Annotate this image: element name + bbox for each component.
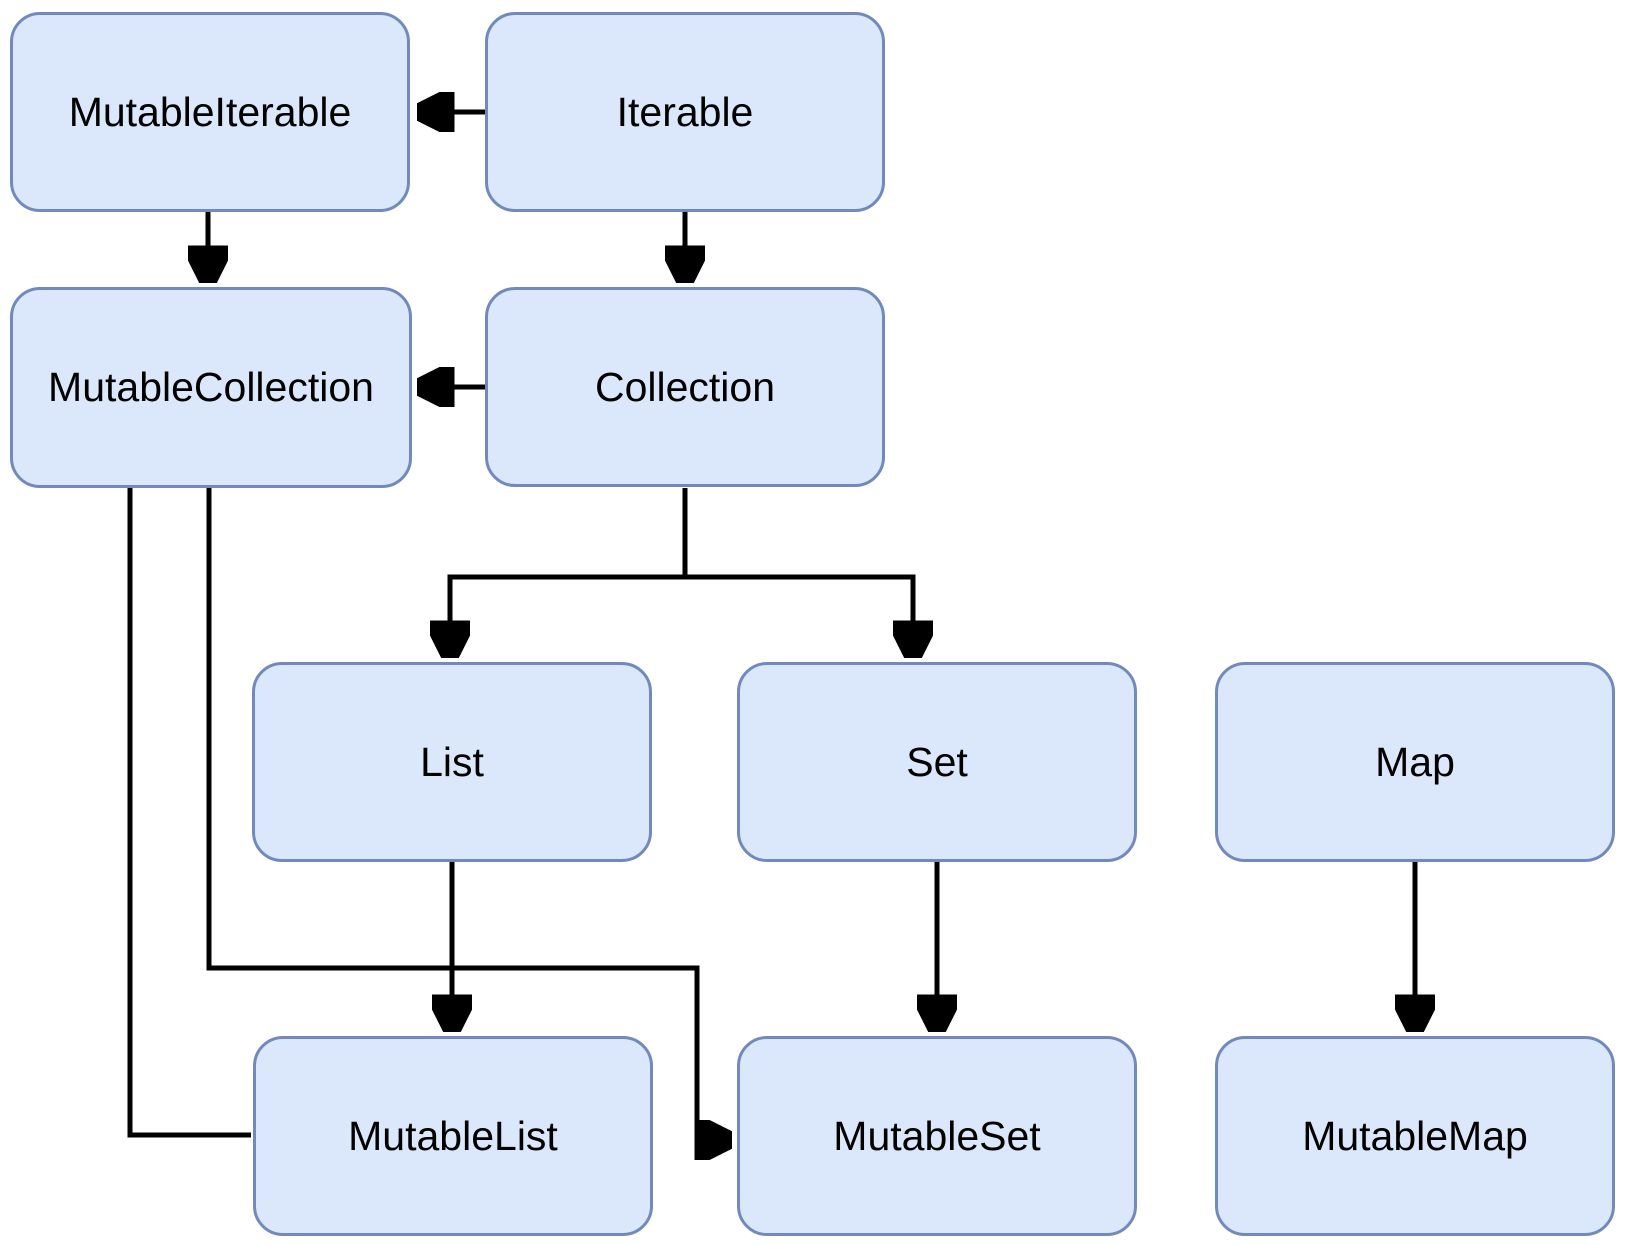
node-label: Collection	[594, 363, 776, 410]
node-collection: Collection	[485, 287, 885, 487]
node-set: Set	[737, 662, 1137, 862]
node-label: MutableMap	[1302, 1112, 1528, 1159]
edge-mutable-collection-to-mutable-list	[127, 488, 251, 1138]
node-mutable-collection: MutableCollection	[10, 287, 412, 488]
edge-collection-to-set	[682, 488, 913, 655]
node-label: MutableList	[348, 1112, 558, 1159]
edge-mutable-collection-to-mutable-set	[206, 488, 729, 1140]
node-label: Set	[906, 738, 968, 785]
node-mutable-set: MutableSet	[737, 1036, 1137, 1236]
node-label: List	[420, 738, 484, 785]
node-list: List	[252, 662, 652, 862]
node-label: Iterable	[616, 88, 754, 135]
node-label: MutableIterable	[68, 88, 352, 135]
node-mutable-list: MutableList	[253, 1036, 653, 1236]
node-label: Map	[1375, 738, 1455, 785]
edge-collection-to-list	[450, 488, 688, 655]
node-label: MutableSet	[833, 1112, 1041, 1159]
node-label: MutableCollection	[48, 364, 374, 410]
node-map: Map	[1215, 662, 1615, 862]
node-iterable: Iterable	[485, 12, 885, 212]
node-mutable-iterable: MutableIterable	[10, 12, 410, 212]
node-mutable-map: MutableMap	[1215, 1036, 1615, 1236]
